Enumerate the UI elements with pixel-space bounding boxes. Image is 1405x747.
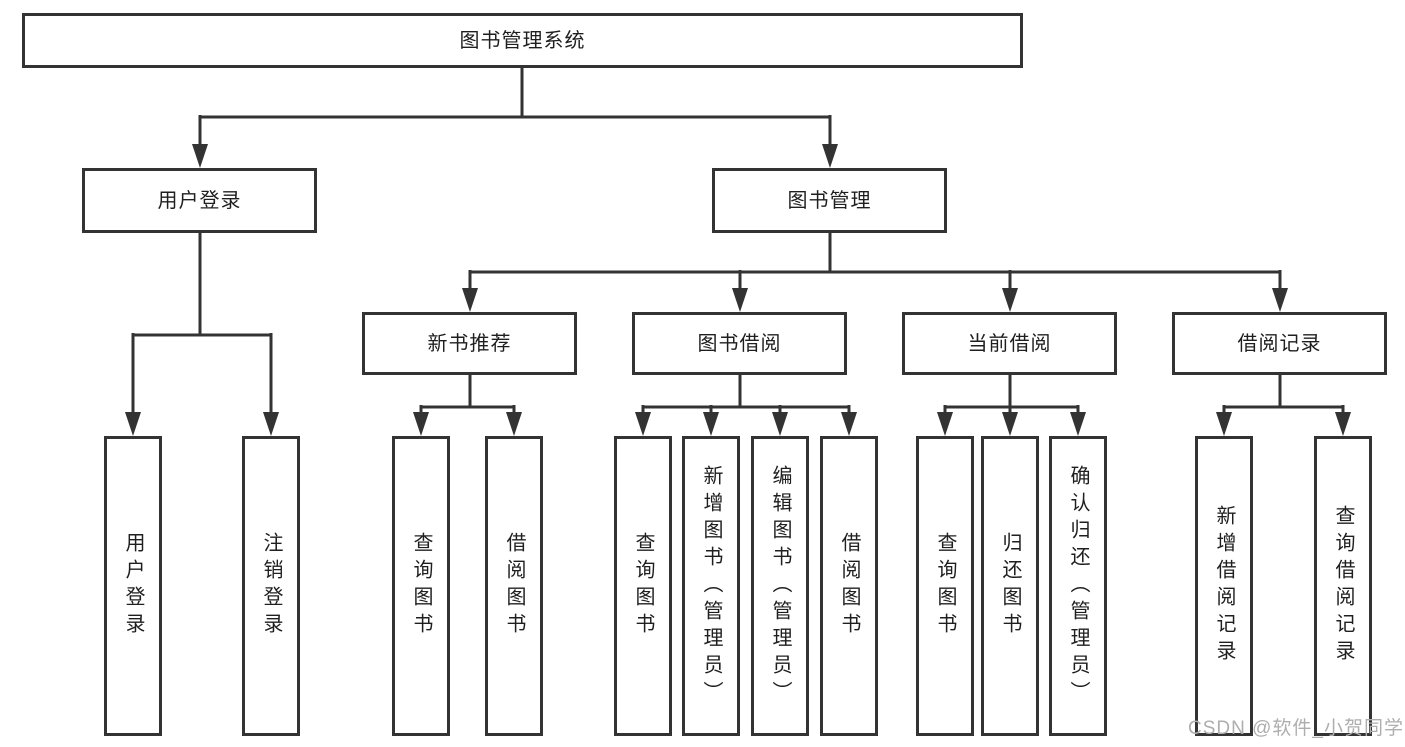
node-leaf-edit-books-admin-label: 编辑图书（管理员） [769, 464, 791, 708]
node-borrow-records: 借阅记录 [1172, 312, 1387, 375]
node-leaf-borrowing-query-books: 查询图书 [614, 436, 672, 736]
node-leaf-add-books-admin: 新增图书（管理员） [682, 436, 740, 736]
node-leaf-recommend-query-books: 查询图书 [392, 436, 450, 736]
node-library-system: 图书管理系统 [22, 13, 1023, 68]
node-user-login-label: 用户登录 [157, 189, 242, 212]
node-book-management: 图书管理 [712, 168, 947, 233]
node-leaf-user-login-label: 用户登录 [122, 532, 144, 640]
node-leaf-return-books-label: 归还图书 [999, 532, 1021, 640]
node-current-borrowing-label: 当前借阅 [967, 332, 1052, 355]
node-leaf-current-query-books: 查询图书 [916, 436, 974, 736]
node-new-book-recommend: 新书推荐 [362, 312, 577, 375]
node-leaf-borrowing-borrow-books-label: 借阅图书 [838, 532, 860, 640]
node-leaf-return-books: 归还图书 [981, 436, 1039, 736]
node-book-management-label: 图书管理 [787, 189, 872, 212]
node-book-borrowing: 图书借阅 [632, 312, 847, 375]
node-leaf-borrowing-borrow-books: 借阅图书 [820, 436, 878, 736]
node-book-borrowing-label: 图书借阅 [697, 332, 782, 355]
node-leaf-add-borrow-record-label: 新增借阅记录 [1213, 505, 1235, 667]
node-leaf-recommend-query-books-label: 查询图书 [410, 532, 432, 640]
node-leaf-borrowing-query-books-label: 查询图书 [632, 532, 654, 640]
node-leaf-logout: 注销登录 [242, 436, 300, 736]
node-leaf-current-query-books-label: 查询图书 [934, 532, 956, 640]
node-leaf-query-borrow-record: 查询借阅记录 [1314, 436, 1372, 736]
arrowheads [125, 144, 1351, 436]
node-leaf-recommend-borrow-books: 借阅图书 [485, 436, 543, 736]
node-leaf-logout-label: 注销登录 [260, 532, 282, 640]
node-new-book-recommend-label: 新书推荐 [427, 332, 512, 355]
node-leaf-confirm-return-admin: 确认归还（管理员） [1049, 436, 1107, 736]
node-leaf-user-login: 用户登录 [104, 436, 162, 736]
node-current-borrowing: 当前借阅 [902, 312, 1117, 375]
tree-edges [131, 68, 1345, 416]
node-leaf-edit-books-admin: 编辑图书（管理员） [751, 436, 809, 736]
node-borrow-records-label: 借阅记录 [1237, 332, 1322, 355]
node-leaf-add-borrow-record: 新增借阅记录 [1195, 436, 1253, 736]
node-leaf-confirm-return-admin-label: 确认归还（管理员） [1067, 464, 1089, 708]
node-leaf-query-borrow-record-label: 查询借阅记录 [1332, 505, 1354, 667]
node-library-system-label: 图书管理系统 [459, 29, 586, 52]
node-leaf-recommend-borrow-books-label: 借阅图书 [503, 532, 525, 640]
csdn-watermark: CSDN @软件_小贺同学 [1188, 718, 1404, 739]
node-leaf-add-books-admin-label: 新增图书（管理员） [700, 464, 722, 708]
node-user-login: 用户登录 [82, 168, 317, 233]
